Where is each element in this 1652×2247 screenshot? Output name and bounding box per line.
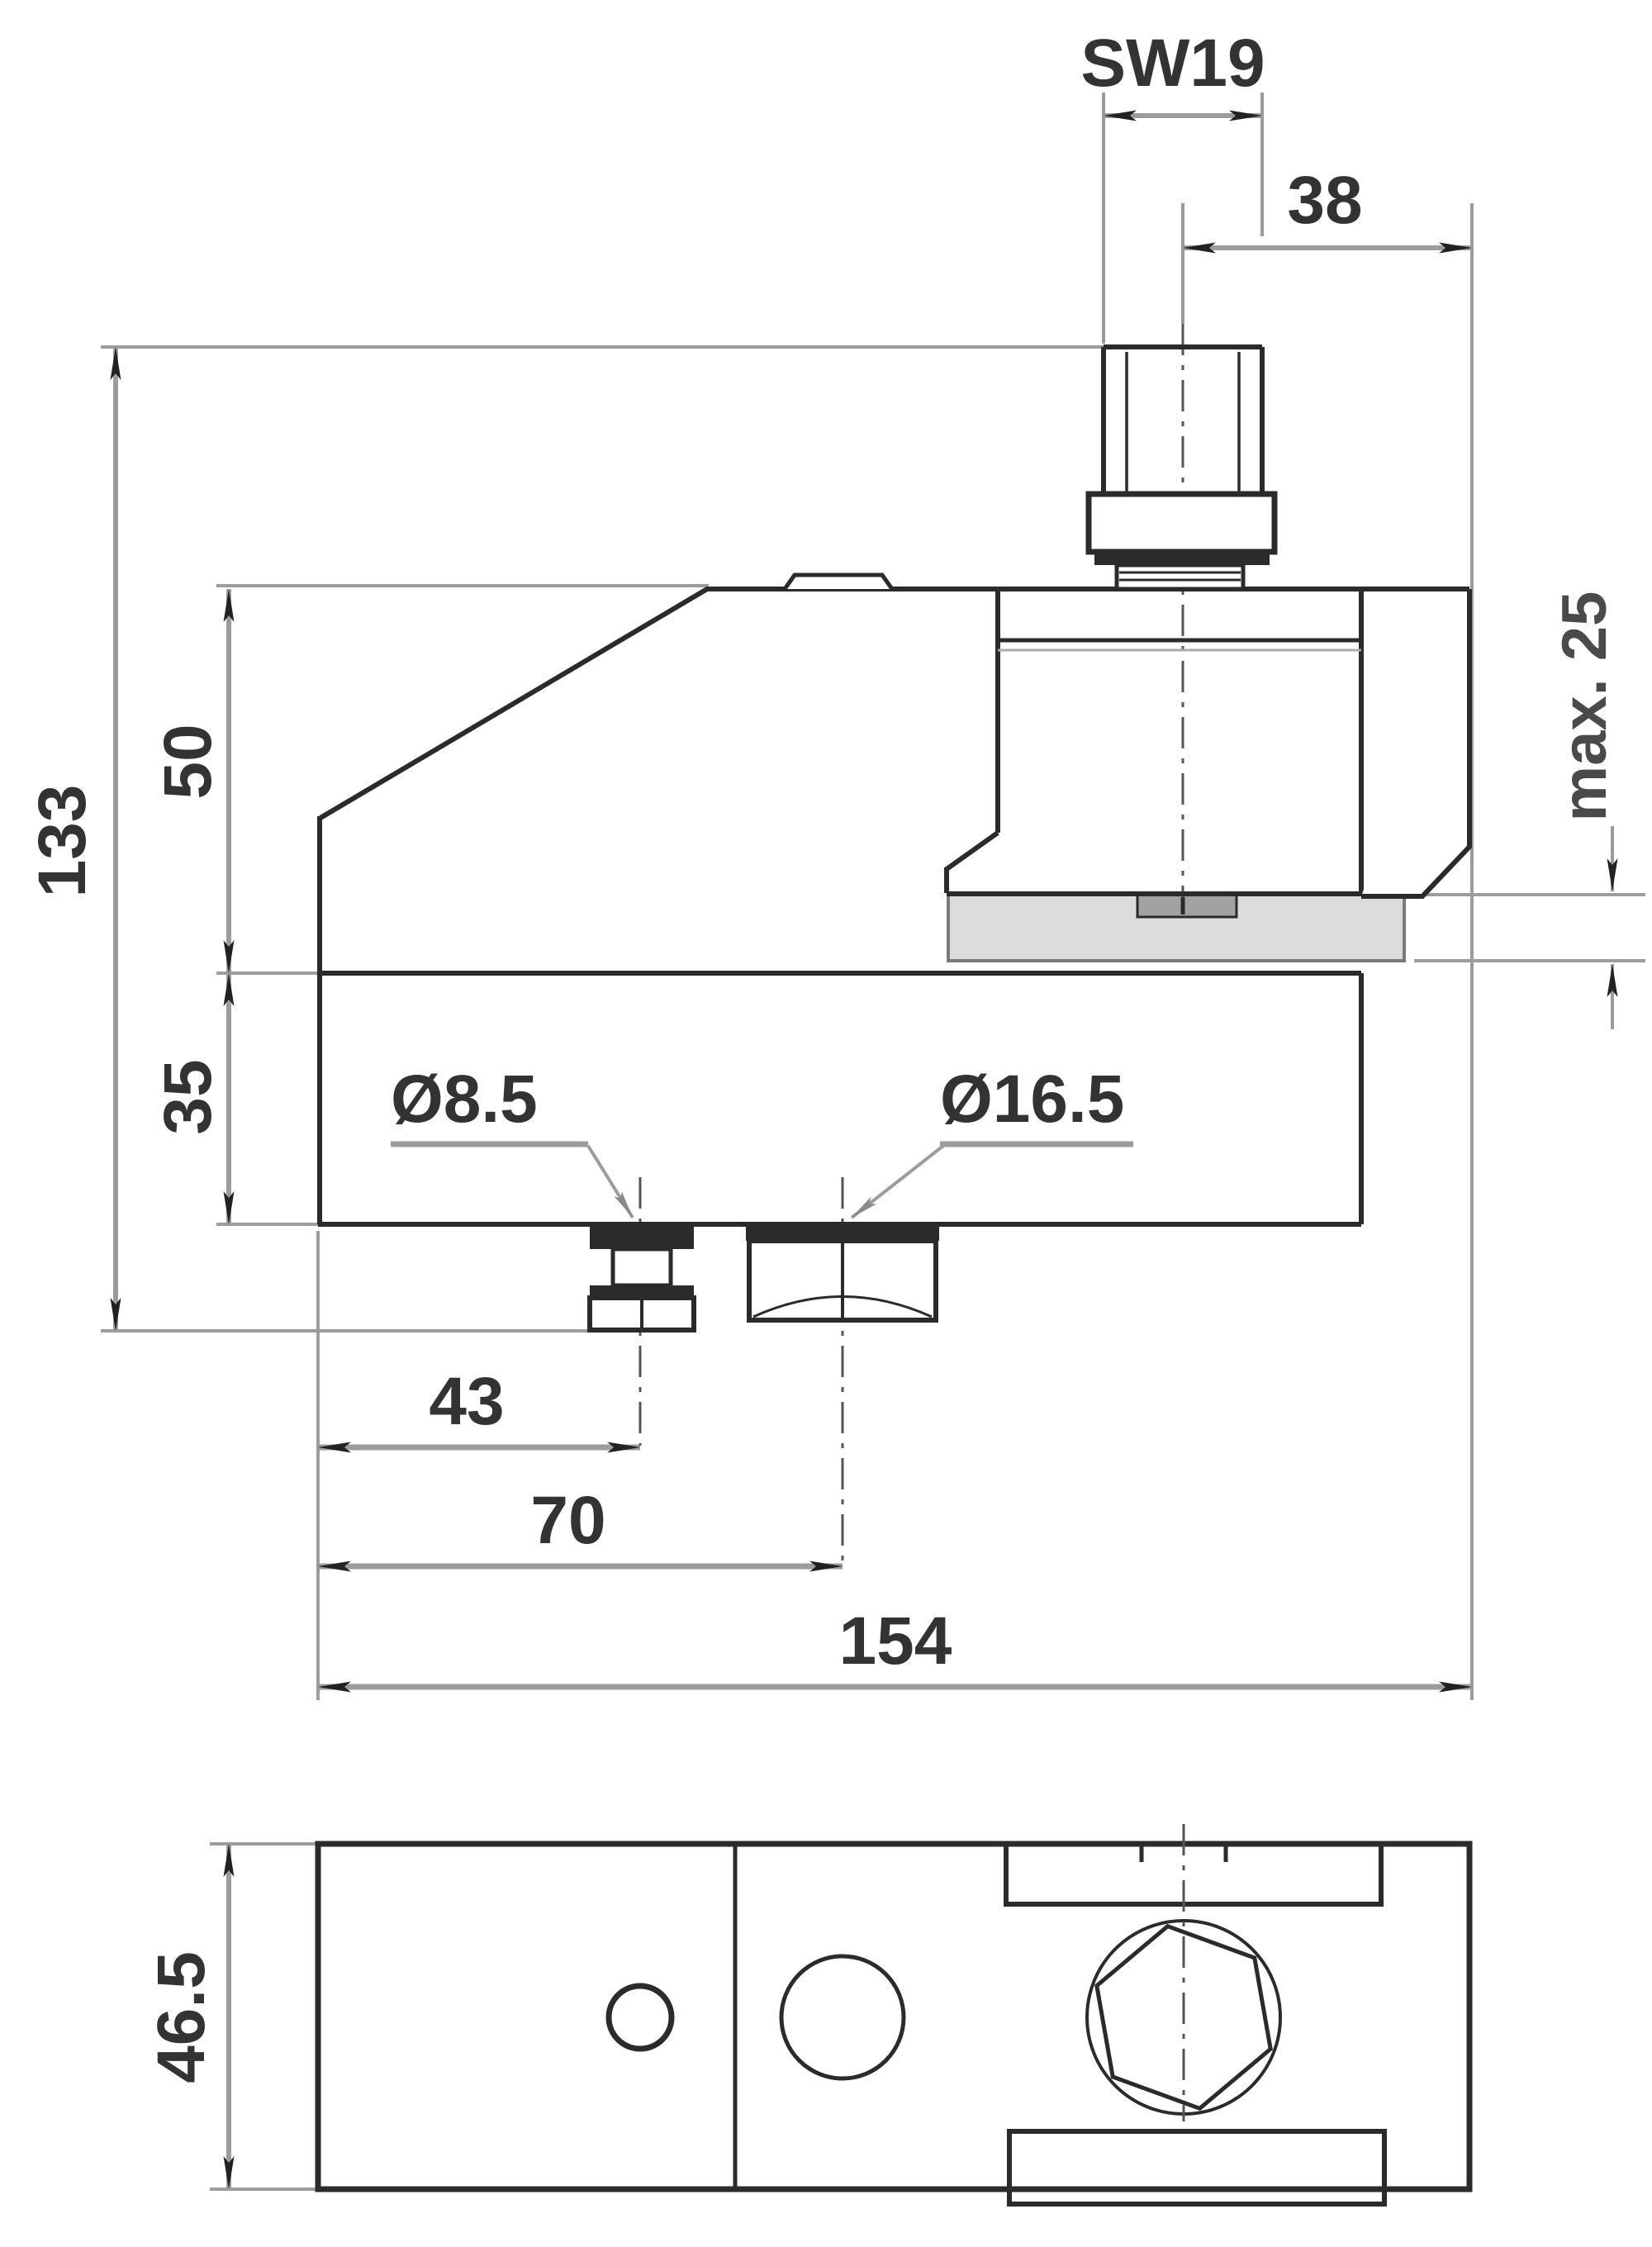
dim-text-50: 50 xyxy=(150,724,225,799)
hole-large-circle xyxy=(779,1954,906,2081)
dim-text-133: 133 xyxy=(25,785,100,898)
large-nut-flange xyxy=(746,1226,939,1241)
housing-slant-top xyxy=(319,587,1469,820)
hex-socket xyxy=(1094,1923,1273,2112)
small-bolt-shank xyxy=(610,1247,673,1288)
bolt-flange xyxy=(1094,552,1270,565)
bottom-view: 46.5 xyxy=(144,1824,1473,2207)
small-bolt-head xyxy=(590,1226,694,1249)
base-fasteners xyxy=(587,1226,939,1333)
dim-text-d85: Ø8.5 xyxy=(391,1062,538,1137)
bolt-washer xyxy=(1114,563,1246,591)
hole-leaders xyxy=(391,1141,1133,1219)
dim-text-35: 35 xyxy=(150,1059,225,1134)
right-jaw xyxy=(1361,589,1472,899)
block-left-tab xyxy=(944,830,999,893)
bolt-assembly xyxy=(1085,344,1278,591)
dim-text-d165: Ø16.5 xyxy=(940,1062,1124,1137)
dim-text-43: 43 xyxy=(429,1364,504,1439)
dimension-lines xyxy=(110,110,1618,1693)
dim-text-max25: max. 25 xyxy=(1550,591,1620,822)
bottom-view-outline xyxy=(315,1841,1473,2192)
top-cutout xyxy=(1004,1841,1384,1907)
hole-small-circle xyxy=(605,1983,675,2052)
extension-lines xyxy=(101,93,1645,1700)
bolt-collar xyxy=(1085,491,1278,555)
leader-arrow-d165 xyxy=(850,1144,945,1219)
large-nut-chamfer xyxy=(752,1295,933,1318)
small-nut-band xyxy=(590,1285,694,1298)
dim-text-38: 38 xyxy=(1287,163,1362,238)
dim-text-70: 70 xyxy=(530,1483,605,1558)
dim-text-465: 46.5 xyxy=(144,1951,219,2083)
bottom-cutout xyxy=(1007,2129,1387,2207)
leader-arrow-d85 xyxy=(586,1144,634,1219)
bottom-extension-lines xyxy=(210,1842,316,2191)
plate-recess xyxy=(1136,893,1238,919)
top-lug xyxy=(782,572,895,591)
side-view: SW19 38 133 50 35 max. 25 Ø8.5 Ø16.5 43 … xyxy=(25,26,1645,1700)
dim-text-154: 154 xyxy=(839,1603,952,1679)
dim-text-sw19: SW19 xyxy=(1080,26,1265,101)
